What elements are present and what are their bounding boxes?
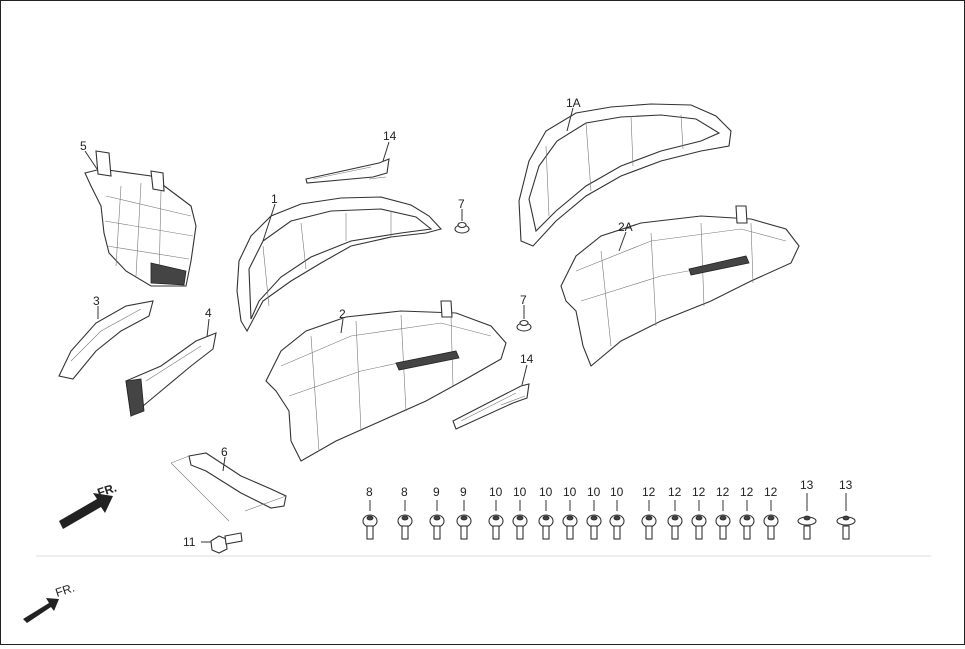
fastener-2: 8: [397, 485, 413, 540]
part-6-bracket: [170, 452, 287, 522]
fastener-label: 12: [740, 485, 754, 499]
fastener-label: 10: [587, 485, 601, 499]
fastener-3: 9: [429, 485, 445, 540]
fastener-row: 8 8 9 9 10 10 10 10 10 10 12 12 12 12 12 12 13 13: [362, 478, 856, 540]
fastener-label: 9: [433, 485, 440, 499]
fastener-9: 10: [586, 485, 602, 540]
fastener-4: 9: [456, 485, 472, 540]
fastener-label: 8: [401, 485, 408, 499]
fastener-label: 10: [563, 485, 577, 499]
fastener-8: 10: [562, 485, 578, 540]
leader-lines: [84, 107, 627, 543]
label-11: 11: [183, 535, 196, 549]
label-14-lower: 14: [520, 352, 534, 366]
part-labels: 5 1 14 1A 7 2A 3 4 2 7 14 6 11: [80, 96, 633, 549]
fastener-label: 10: [513, 485, 527, 499]
front-arrow-label: FR.: [96, 481, 119, 500]
fastener-label: 9: [460, 485, 467, 499]
fastener-6: 10: [512, 485, 528, 540]
fastener-12: 12: [667, 485, 683, 540]
front-arrow-small-label: FR.: [54, 581, 77, 600]
part-3-trim: [58, 300, 154, 380]
label-7-top: 7: [458, 197, 465, 211]
fastener-label: 13: [839, 478, 853, 492]
part-1-frame: [236, 196, 443, 333]
part-2a-cover: [560, 205, 800, 367]
part-2-cover: [265, 300, 507, 462]
fastener-5: 10: [488, 485, 504, 540]
fastener-10: 10: [609, 485, 625, 540]
part-7-grommet-lower: [516, 319, 532, 332]
label-3: 3: [93, 294, 100, 308]
fastener-label: 12: [668, 485, 682, 499]
fastener-18: 13: [836, 478, 856, 540]
label-14-top: 14: [383, 129, 397, 143]
fastener-label: 10: [489, 485, 503, 499]
fastener-label: 12: [764, 485, 778, 499]
fastener-label: 8: [366, 485, 373, 499]
fastener-14: 12: [715, 485, 731, 540]
fastener-16: 12: [763, 485, 779, 540]
fastener-7: 10: [538, 485, 554, 540]
part-14-emblem-top: [305, 158, 390, 184]
fastener-15: 12: [739, 485, 755, 540]
fastener-label: 10: [539, 485, 553, 499]
fastener-label: 13: [800, 478, 814, 492]
label-1: 1: [271, 192, 278, 206]
fastener-label: 12: [716, 485, 730, 499]
fastener-13: 12: [691, 485, 707, 540]
fastener-label: 12: [642, 485, 656, 499]
label-7-lower: 7: [520, 293, 527, 307]
label-2: 2: [339, 307, 346, 321]
part-14-emblem-lower: [452, 383, 530, 430]
part-7-grommet-top: [454, 221, 470, 234]
part-11-bolt: [210, 532, 243, 554]
label-5: 5: [80, 139, 87, 153]
label-1a: 1A: [566, 96, 581, 110]
label-4: 4: [205, 306, 212, 320]
label-6: 6: [221, 445, 228, 459]
part-5-inner-panel: [84, 150, 197, 287]
fastener-label: 10: [610, 485, 624, 499]
label-2a: 2A: [618, 220, 633, 234]
fastener-17: 13: [797, 478, 817, 540]
fastener-label: 12: [692, 485, 706, 499]
fastener-11: 12: [641, 485, 657, 540]
fastener-1: 8: [362, 485, 378, 540]
front-arrow-small: FR.: [23, 581, 76, 623]
part-4-trim: [125, 332, 217, 418]
front-arrow-large: FR.: [59, 481, 118, 529]
